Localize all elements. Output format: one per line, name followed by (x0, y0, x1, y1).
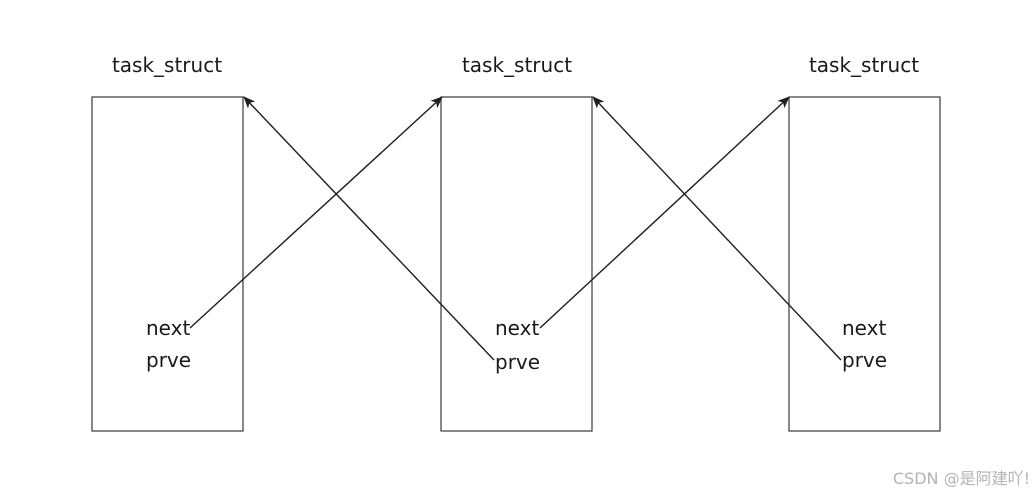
struct-title-2: task_struct (462, 53, 572, 77)
struct-3-field-next: next (842, 316, 886, 340)
struct-node-1: task_struct next prve (91, 53, 244, 432)
struct-box-3 (788, 96, 941, 432)
struct-box-1 (91, 96, 244, 432)
arrow-prve-3-to-2 (592, 96, 842, 361)
struct-2-field-next: next (495, 316, 539, 340)
arrow-next-2-to-3 (539, 96, 790, 329)
struct-node-3: task_struct next prve (788, 53, 941, 432)
watermark: CSDN @是阿建吖! (893, 469, 1030, 488)
struct-node-2: task_struct next prve (440, 53, 593, 432)
struct-1-field-prve: prve (146, 348, 191, 372)
struct-2-field-prve: prve (495, 350, 540, 374)
struct-1-field-next: next (146, 316, 190, 340)
arrow-prve-2-to-1 (243, 96, 495, 361)
struct-title-1: task_struct (112, 53, 222, 77)
struct-title-3: task_struct (809, 53, 919, 77)
arrow-next-1-to-2 (189, 96, 443, 329)
struct-box-2 (440, 96, 593, 432)
struct-3-field-prve: prve (842, 348, 887, 372)
